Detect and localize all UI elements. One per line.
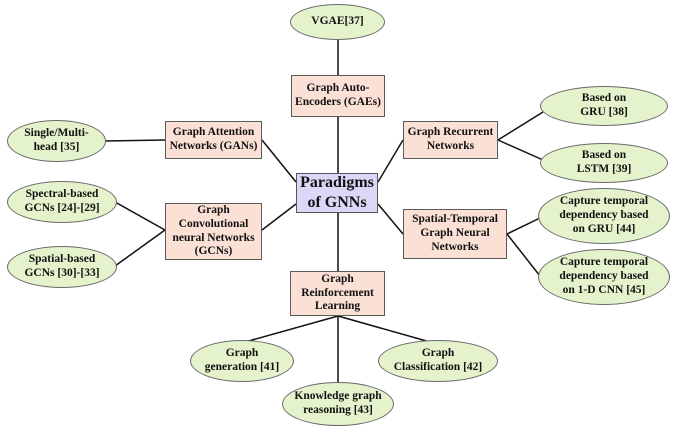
- gcn-label-line1: Graph: [197, 203, 230, 216]
- gae-label-line1: Graph Auto-: [306, 82, 370, 95]
- temporal-gru-label-line3: on GRU [44]: [572, 222, 636, 235]
- center-label-line2: of GNNs: [307, 194, 367, 211]
- edge-grn-to-gru: [497, 111, 544, 141]
- gae-label-line2: Encoders (GAEs): [295, 96, 381, 108]
- gan-label-line2: Networks (GANs): [169, 140, 258, 152]
- knowledge-label-line1: Knowledge graph: [294, 390, 382, 403]
- generation-label-line1: Graph: [225, 347, 259, 360]
- leaf-node-knowledge: Knowledge graph reasoning [43]: [282, 382, 394, 426]
- leaf-node-spatial: Spatial-based GCNs [30]-[33]: [7, 246, 117, 288]
- edge-stgnn-to-temporal-cnn: [506, 233, 541, 277]
- leaf-node-vgae: VGAE[37]: [290, 4, 385, 40]
- spectral-label-line2: GCNs [24]-[29]: [24, 202, 100, 214]
- category-node-grl: Graph Reinforcement Learning: [290, 271, 385, 316]
- gcn-label-line2: Convolutional: [178, 217, 249, 230]
- temporal-cnn-label-line2: dependency based: [559, 270, 649, 283]
- category-node-grn: Graph Recurrent Networks: [403, 121, 498, 159]
- lstm-label-line1: Based on: [581, 149, 627, 162]
- vgae-label-line1: VGAE[37]: [311, 15, 364, 28]
- edge-center-to-gan: [261, 139, 297, 183]
- leaf-node-classification: Graph Classification [42]: [378, 340, 498, 382]
- edge-center-to-gcn: [261, 203, 297, 231]
- edge-center-to-grn: [377, 139, 404, 183]
- edge-gcn-to-spatial: [114, 229, 166, 267]
- edge-grl-to-classification: [337, 315, 431, 343]
- grl-label-line1: Graph: [321, 272, 354, 285]
- stgnn-label-line2: Graph Neural: [420, 227, 490, 240]
- leaf-node-temporal-gru: Capture temporal dependency based on GRU…: [538, 188, 670, 244]
- edge-gcn-to-spectral: [114, 201, 166, 231]
- lstm-label-line2: LSTM [39]: [576, 163, 632, 175]
- leaf-node-single-multi-head: Single/Multi- head [35]: [7, 120, 106, 162]
- spectral-label-line1: Spectral-based: [25, 188, 99, 201]
- edge-gan-to-single-multi-head: [105, 139, 166, 142]
- leaf-node-lstm: Based on LSTM [39]: [540, 143, 668, 183]
- temporal-gru-label-line1: Capture temporal: [559, 195, 649, 208]
- gru-label-line2: GRU [38]: [580, 106, 628, 118]
- leaf-node-temporal-cnn: Capture temporal dependency based on 1-D…: [538, 249, 670, 305]
- center-node-paradigms: Paradigms of GNNs: [296, 173, 378, 213]
- single-multi-head-label-line2: head [35]: [33, 141, 80, 153]
- stgnn-label-line3: Networks: [431, 240, 479, 253]
- category-node-gae: Graph Auto- Encoders (GAEs): [291, 75, 385, 117]
- single-multi-head-label-line1: Single/Multi-: [24, 127, 89, 140]
- grl-label-line2: Reinforcement: [301, 286, 374, 299]
- spatial-label-line1: Spatial-based: [28, 253, 96, 266]
- grn-label-line1: Graph Recurrent: [407, 126, 494, 139]
- gru-label-line1: Based on: [581, 92, 627, 105]
- grl-label-line3: Learning: [314, 300, 361, 313]
- gan-label-line1: Graph Attention: [172, 126, 255, 139]
- generation-label-line2: generation [41]: [204, 361, 280, 373]
- temporal-cnn-label-line1: Capture temporal: [559, 256, 649, 269]
- gcn-label-line4: (GCNs): [194, 245, 233, 258]
- temporal-gru-label-line2: dependency based: [559, 209, 649, 222]
- edge-stgnn-to-temporal-gru: [506, 217, 541, 235]
- gcn-label-line3: neural Networks: [172, 231, 255, 244]
- center-label-line1: Paradigms: [300, 174, 374, 191]
- edge-center-to-stgnn: [377, 203, 404, 235]
- knowledge-label-line2: reasoning [43]: [303, 404, 373, 416]
- leaf-node-generation: Graph generation [41]: [190, 340, 294, 382]
- classification-label-line2: Classification [42]: [393, 361, 483, 373]
- category-node-gan: Graph Attention Networks (GANs): [165, 121, 262, 159]
- spatial-label-line2: GCNs [30]-[33]: [24, 267, 100, 279]
- classification-label-line1: Graph: [421, 347, 455, 360]
- temporal-cnn-label-line3: on 1-D CNN [45]: [562, 283, 646, 296]
- category-node-stgnn: Spatial-Temporal Graph Neural Networks: [403, 209, 507, 259]
- stgnn-label-line1: Spatial-Temporal: [412, 213, 498, 226]
- leaf-node-gru: Based on GRU [38]: [540, 86, 668, 126]
- leaf-node-spectral: Spectral-based GCNs [24]-[29]: [7, 181, 117, 223]
- category-node-gcn: Graph Convolutional neural Networks (GCN…: [165, 203, 262, 260]
- grn-label-line2: Networks: [426, 140, 475, 152]
- edge-grl-to-generation: [244, 315, 339, 343]
- edge-grn-to-lstm: [497, 139, 544, 161]
